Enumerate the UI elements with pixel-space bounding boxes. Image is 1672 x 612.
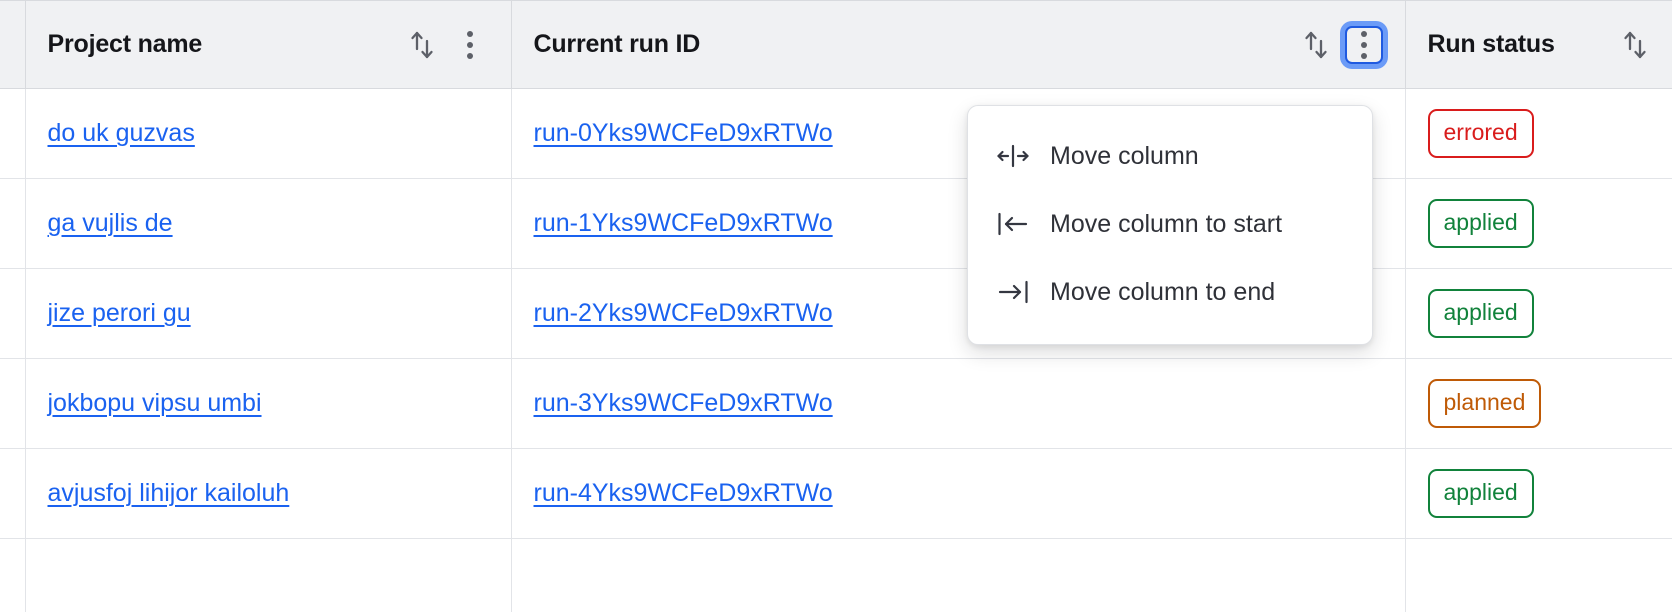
sort-arrows-icon[interactable] bbox=[1301, 28, 1331, 62]
project-name-link[interactable]: avjusfoj lihijor kailoluh bbox=[47, 479, 290, 507]
cell-project-name: jokbopu vipsu umbi bbox=[25, 358, 512, 449]
table-row bbox=[0, 538, 1672, 612]
run-id-link[interactable]: run-4Yks9WCFeD9xRTWo bbox=[533, 479, 833, 507]
table-body: do uk guzvas run-0Yks9WCFeD9xRTWo errored g… bbox=[0, 88, 1672, 612]
cell-current-run-id: run-3Yks9WCFeD9xRTWo bbox=[511, 358, 1406, 449]
cell-run-status: applied bbox=[1405, 178, 1672, 269]
cell-project-name: avjusfoj lihijor kailoluh bbox=[25, 448, 512, 539]
status-badge: planned bbox=[1427, 379, 1542, 428]
row-gutter-cell bbox=[0, 268, 26, 359]
move-column-to-start-icon bbox=[996, 211, 1030, 237]
table-row: jokbopu vipsu umbi run-3Yks9WCFeD9xRTWo pl… bbox=[0, 358, 1672, 449]
status-badge: applied bbox=[1427, 469, 1534, 518]
menu-item-label: Move column to end bbox=[1050, 277, 1276, 306]
cell-empty bbox=[511, 538, 1406, 612]
project-name-link[interactable]: ga vujlis de bbox=[47, 209, 173, 237]
project-name-link[interactable]: do uk guzvas bbox=[47, 119, 195, 147]
cell-run-status: applied bbox=[1405, 268, 1672, 359]
table-header: Project name bbox=[0, 0, 1672, 89]
move-column-icon bbox=[996, 143, 1030, 169]
row-gutter-cell bbox=[0, 448, 26, 539]
cell-project-name: ga vujlis de bbox=[25, 178, 512, 269]
cell-run-status: planned bbox=[1405, 358, 1672, 449]
cell-run-status: errored bbox=[1405, 88, 1672, 179]
project-name-link[interactable]: jokbopu vipsu umbi bbox=[47, 389, 262, 417]
row-gutter-cell bbox=[0, 358, 26, 449]
column-menu-button-project-name[interactable] bbox=[451, 26, 489, 64]
status-badge: errored bbox=[1427, 109, 1534, 158]
column-menu-button-current-run-id[interactable] bbox=[1344, 25, 1383, 64]
cell-run-status: applied bbox=[1405, 448, 1672, 539]
menu-item-label: Move column to start bbox=[1050, 209, 1283, 238]
table-row: jize perori gu run-2Yks9WCFeD9xRTWo applie… bbox=[0, 268, 1672, 359]
menu-item-move-column-to-start[interactable]: Move column to start bbox=[968, 190, 1372, 258]
kebab-menu-icon bbox=[1360, 30, 1367, 59]
menu-item-move-column-to-end[interactable]: Move column to end bbox=[968, 258, 1372, 326]
row-gutter-cell bbox=[0, 88, 26, 179]
move-column-to-end-icon bbox=[996, 279, 1030, 305]
column-header-run-status[interactable]: Run status bbox=[1405, 0, 1672, 89]
row-gutter-cell bbox=[0, 178, 26, 269]
sort-arrows-icon[interactable] bbox=[407, 28, 437, 62]
column-header-label-run-status: Run status bbox=[1427, 30, 1555, 58]
run-id-link[interactable]: run-3Yks9WCFeD9xRTWo bbox=[533, 389, 833, 417]
column-header-project-name[interactable]: Project name bbox=[25, 0, 512, 89]
table-row: do uk guzvas run-0Yks9WCFeD9xRTWo errored bbox=[0, 88, 1672, 179]
sort-arrows-icon[interactable] bbox=[1620, 28, 1650, 62]
table-header-row: Project name bbox=[0, 0, 1672, 89]
column-header-label-current-run-id: Current run ID bbox=[533, 30, 701, 58]
menu-item-move-column[interactable]: Move column bbox=[968, 122, 1372, 190]
column-context-menu: Move column Move column to start bbox=[967, 105, 1373, 345]
kebab-menu-icon bbox=[466, 30, 473, 59]
table-row: avjusfoj lihijor kailoluh run-4Yks9WCFeD9… bbox=[0, 448, 1672, 539]
table-row: ga vujlis de run-1Yks9WCFeD9xRTWo applied bbox=[0, 178, 1672, 269]
column-header-gutter bbox=[0, 0, 26, 89]
run-id-link[interactable]: run-0Yks9WCFeD9xRTWo bbox=[533, 119, 833, 147]
run-id-link[interactable]: run-2Yks9WCFeD9xRTWo bbox=[533, 299, 833, 327]
menu-item-label: Move column bbox=[1050, 141, 1199, 170]
project-name-link[interactable]: jize perori gu bbox=[47, 299, 191, 327]
column-header-label-project-name: Project name bbox=[47, 30, 203, 58]
status-badge: applied bbox=[1427, 199, 1534, 248]
status-badge: applied bbox=[1427, 289, 1534, 338]
cell-project-name: jize perori gu bbox=[25, 268, 512, 359]
cell-empty bbox=[0, 538, 26, 612]
run-id-link[interactable]: run-1Yks9WCFeD9xRTWo bbox=[533, 209, 833, 237]
column-header-current-run-id[interactable]: Current run ID bbox=[511, 0, 1406, 89]
cell-empty bbox=[1405, 538, 1672, 612]
cell-current-run-id: run-4Yks9WCFeD9xRTWo bbox=[511, 448, 1406, 539]
cell-project-name: do uk guzvas bbox=[25, 88, 512, 179]
cell-empty bbox=[25, 538, 512, 612]
